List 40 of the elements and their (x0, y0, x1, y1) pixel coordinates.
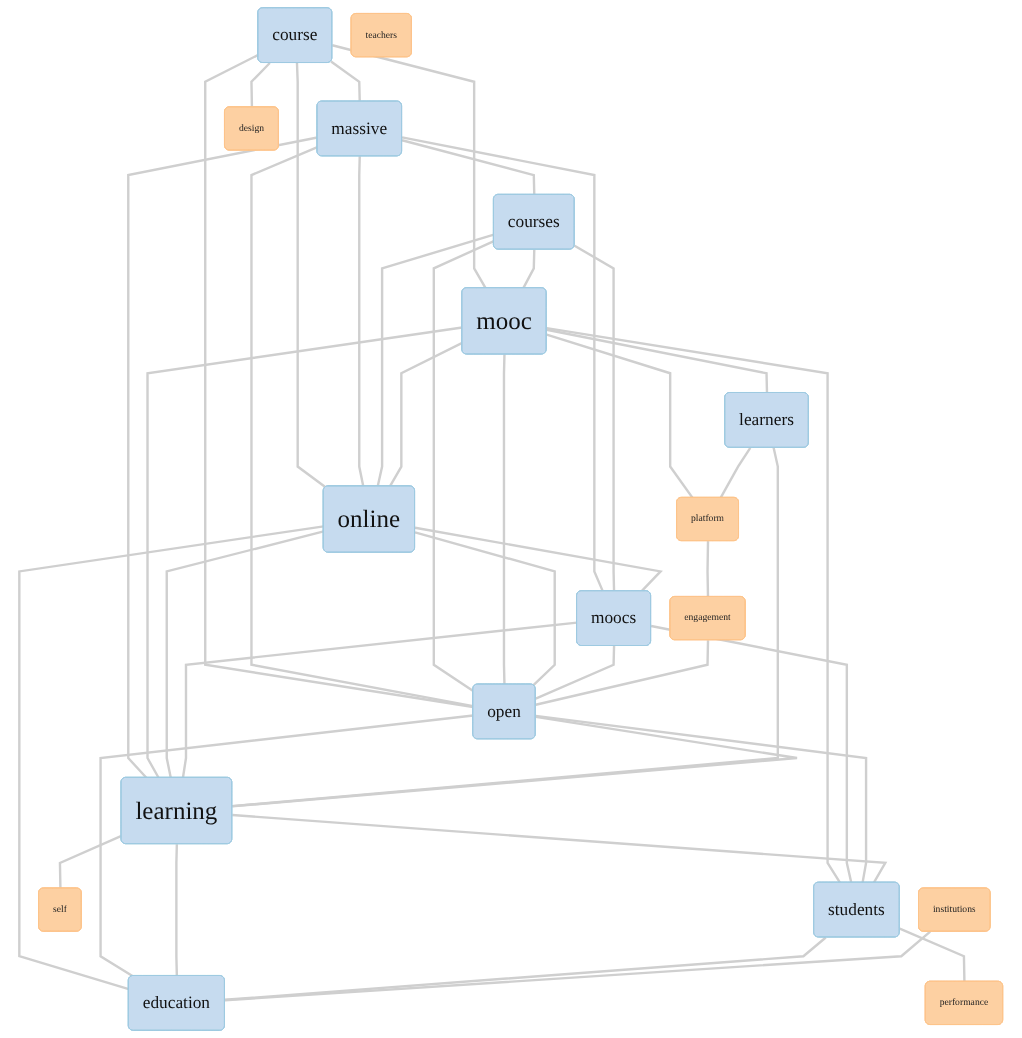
connector (414, 526, 663, 592)
connector (522, 249, 536, 289)
connector (376, 233, 495, 487)
connector (204, 53, 474, 709)
connector (546, 333, 694, 499)
connector (546, 328, 769, 393)
connector (165, 530, 324, 778)
connector (224, 930, 931, 1002)
connector (250, 146, 474, 708)
connector (58, 834, 122, 889)
connector (232, 813, 888, 884)
connector (232, 447, 779, 808)
connector (175, 844, 179, 976)
connector (18, 525, 324, 991)
connector (719, 447, 752, 499)
connector (358, 156, 365, 487)
connector (332, 44, 487, 289)
connector (899, 927, 966, 982)
connector (706, 541, 710, 597)
connector (401, 136, 604, 592)
connector (388, 341, 463, 487)
connector (330, 60, 361, 102)
connector (127, 136, 318, 779)
connector (535, 645, 616, 700)
connector (650, 624, 853, 883)
connector (224, 936, 827, 1001)
connector (414, 531, 556, 687)
connector (546, 326, 841, 884)
connector (232, 715, 799, 808)
connector (99, 714, 474, 978)
connector (295, 62, 327, 489)
connector (250, 62, 271, 108)
connector (401, 139, 536, 195)
connector (432, 239, 495, 693)
connector (535, 640, 710, 706)
connector (181, 621, 578, 778)
connector (146, 326, 463, 779)
connector (535, 714, 868, 883)
connector (573, 244, 616, 592)
connector (502, 354, 506, 685)
